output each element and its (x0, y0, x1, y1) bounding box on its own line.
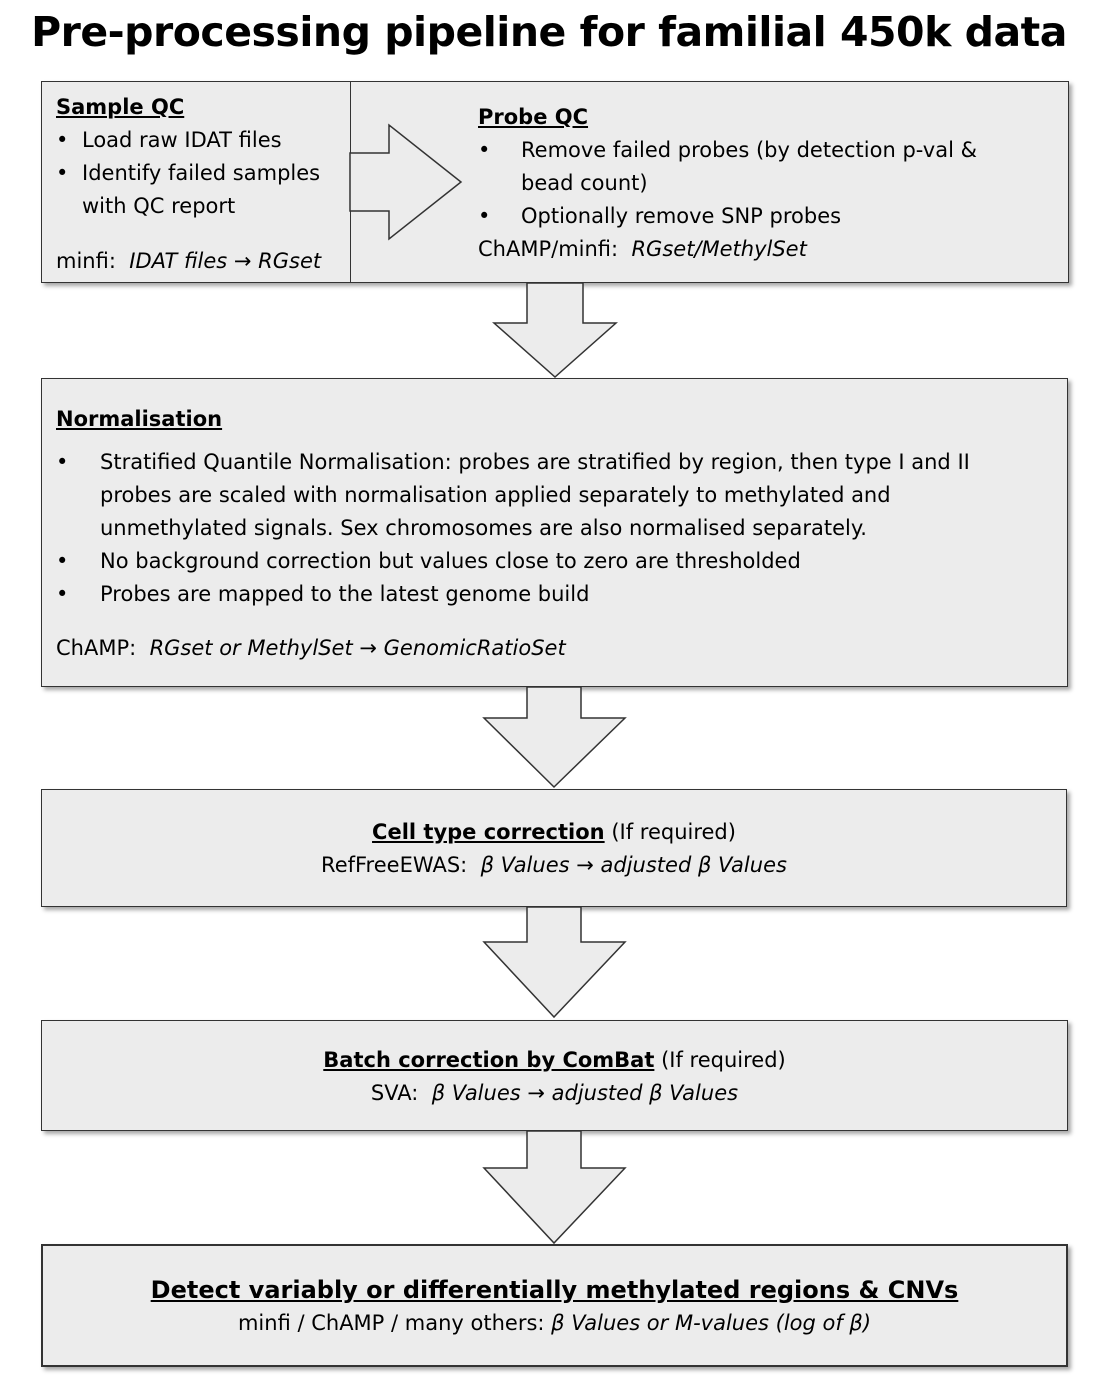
batch-tool: SVA: (370, 1081, 419, 1105)
probe-qc-bullet-1-cont: bead count) (521, 171, 648, 195)
batch-tool-line: SVA: β Values → adjusted β Values (41, 1077, 1068, 1110)
sample-to-probe-arrow (349, 123, 463, 241)
detect-content: Detect variably or differentially methyl… (41, 1274, 1068, 1340)
sample-qc-tool-line: minfi: IDAT files → RGset (56, 245, 321, 278)
down-arrow-2 (482, 686, 627, 789)
detect-io: β Values or M-values (log of β) (551, 1311, 872, 1335)
normalisation-bullet-1-cont-b: unmethylated signals. Sex chromosomes ar… (100, 516, 867, 540)
batch-content: Batch correction by ComBat (If required)… (41, 1044, 1068, 1110)
normalisation-bullets-2: No background correction but values clos… (56, 545, 970, 611)
probe-qc-bullet-1: Remove failed probes (by detection p-val… (478, 134, 977, 167)
detect-heading: Detect variably or differentially methyl… (150, 1276, 959, 1304)
normalisation-heading: Normalisation (56, 407, 223, 431)
normalisation-bullet-1: Stratified Quantile Normalisation: probe… (56, 446, 970, 479)
probe-qc-bullets-2: Optionally remove SNP probes (478, 200, 977, 233)
batch-heading-line: Batch correction by ComBat (If required) (41, 1044, 1068, 1077)
cell-type-note: (If required) (611, 820, 736, 844)
probe-qc-tool-line: ChAMP/minfi: RGset/MethylSet (478, 233, 977, 266)
probe-qc-bullet-2: Optionally remove SNP probes (478, 200, 977, 233)
probe-qc-io: RGset/MethylSet (631, 237, 807, 261)
batch-note: (If required) (661, 1048, 786, 1072)
sample-qc-io: IDAT files → RGset (129, 249, 322, 273)
detect-tool: minfi / ChAMP / many others: (237, 1311, 545, 1335)
probe-qc-tool: ChAMP/minfi: (478, 237, 619, 261)
normalisation-bullet-3: Probes are mapped to the latest genome b… (56, 578, 970, 611)
probe-qc-heading: Probe QC (478, 105, 589, 129)
down-arrow-3 (482, 906, 627, 1019)
cell-type-io: β Values → adjusted β Values (480, 853, 787, 877)
detect-box (41, 1244, 1068, 1367)
sample-qc-bullet-2-cont: with QC report (82, 194, 236, 218)
sample-qc-bullet-1: Load raw IDAT files (56, 124, 321, 157)
down-arrow-1 (492, 282, 618, 379)
batch-heading: Batch correction by ComBat (323, 1048, 655, 1072)
sample-qc-content: Sample QC Load raw IDAT files Identify f… (56, 91, 321, 278)
sample-qc-heading: Sample QC (56, 95, 185, 119)
cell-type-box (41, 789, 1067, 907)
cell-type-content: Cell type correction (If required) RefFr… (41, 816, 1067, 882)
normalisation-tool-line: ChAMP: RGset or MethylSet → GenomicRatio… (56, 632, 970, 665)
detect-tool-line: minfi / ChAMP / many others: β Values or… (41, 1307, 1068, 1340)
normalisation-bullets: Stratified Quantile Normalisation: probe… (56, 446, 970, 479)
normalisation-bullet-2: No background correction but values clos… (56, 545, 970, 578)
normalisation-tool: ChAMP: (56, 636, 137, 660)
batch-io: β Values → adjusted β Values (431, 1081, 739, 1105)
cell-type-heading: Cell type correction (372, 820, 605, 844)
diagram-title: Pre-processing pipeline for familial 450… (31, 8, 1067, 56)
batch-box (41, 1020, 1068, 1131)
normalisation-bullet-1-cont-a: probes are scaled with normalisation app… (100, 483, 891, 507)
cell-type-heading-line: Cell type correction (If required) (41, 816, 1067, 849)
normalisation-content: Normalisation Stratified Quantile Normal… (56, 403, 970, 665)
cell-type-tool: RefFreeEWAS: (321, 853, 468, 877)
sample-qc-bullet-2: Identify failed samples (56, 157, 321, 190)
probe-qc-bullets: Remove failed probes (by detection p-val… (478, 134, 977, 167)
sample-qc-bullets: Load raw IDAT files Identify failed samp… (56, 124, 321, 190)
normalisation-io: RGset or MethylSet → GenomicRatioSet (149, 636, 566, 660)
cell-type-tool-line: RefFreeEWAS: β Values → adjusted β Value… (41, 849, 1067, 882)
probe-qc-content: Probe QC Remove failed probes (by detect… (478, 101, 977, 266)
down-arrow-4 (482, 1130, 627, 1245)
sample-qc-tool: minfi: (56, 249, 116, 273)
